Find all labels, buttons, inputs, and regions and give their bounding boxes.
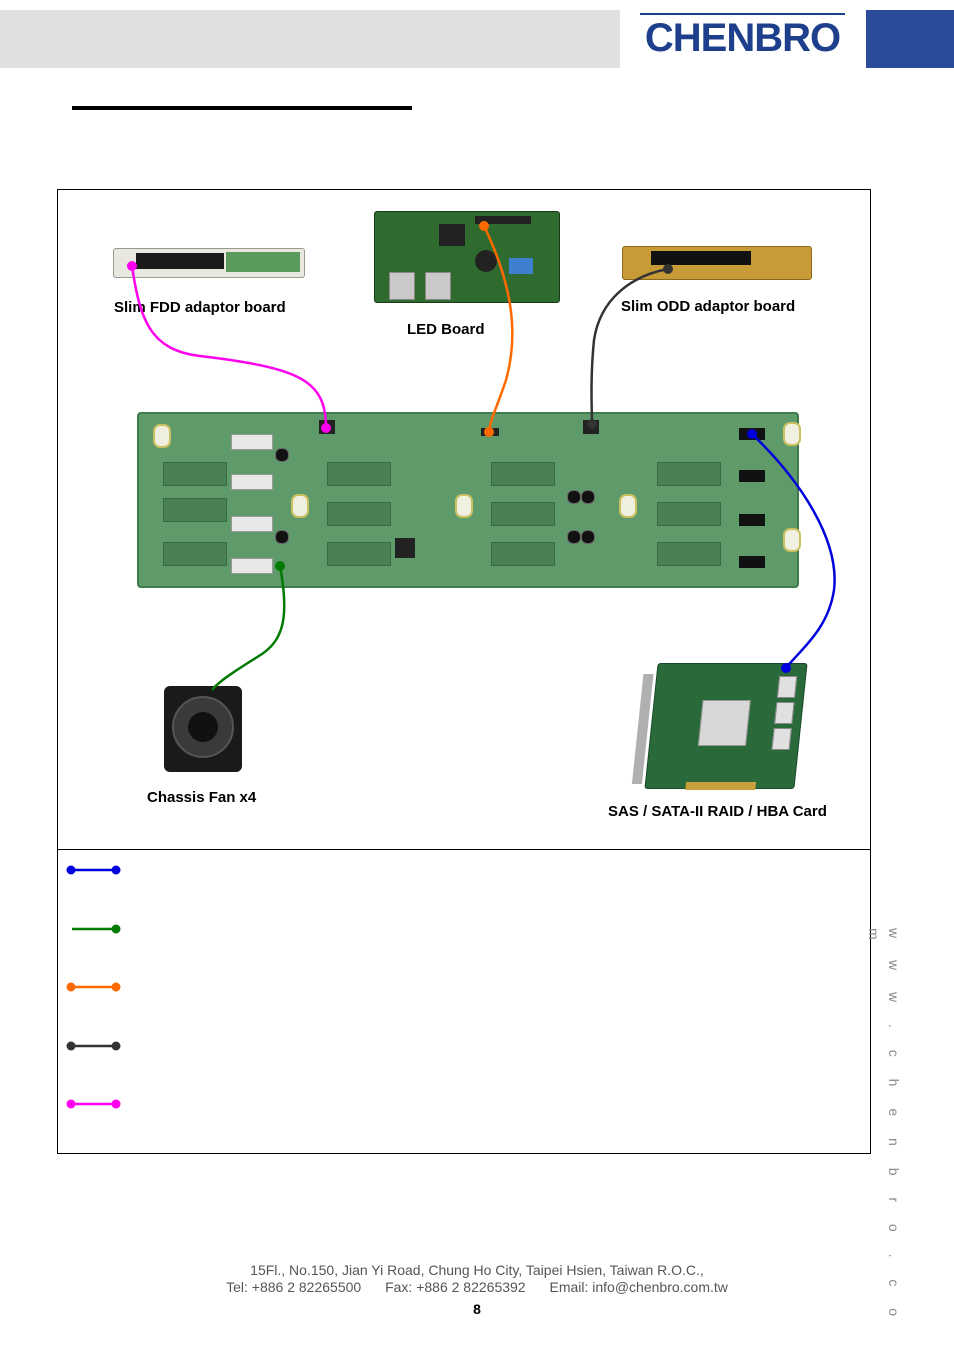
capacitor	[275, 530, 289, 544]
hba-port	[771, 728, 792, 750]
capacitor	[275, 448, 289, 462]
legend-box	[57, 850, 871, 1154]
hba-heatsink	[697, 700, 751, 746]
footer-email: Email: info@chenbro.com.tw	[549, 1279, 728, 1295]
chenbro-logo: CHENBRO	[640, 12, 845, 60]
drive-slot	[657, 542, 721, 566]
slim-odd-label: Slim ODD adaptor board	[621, 298, 796, 315]
mount-hole	[291, 494, 309, 518]
drive-slot	[327, 502, 391, 526]
mount-hole	[455, 494, 473, 518]
title-underline	[72, 106, 412, 110]
backplane-image	[137, 412, 801, 588]
slim-fdd-board-image	[113, 248, 305, 278]
drive-slot	[163, 462, 227, 486]
sas-port	[739, 514, 765, 526]
led-chip	[439, 224, 465, 246]
logo-top-line	[640, 13, 845, 15]
led-header	[481, 428, 499, 436]
logo-text: CHENBRO	[644, 16, 841, 60]
sas-port	[739, 556, 765, 568]
led-header	[475, 216, 531, 224]
molex-connector	[231, 558, 273, 574]
drive-slot	[657, 502, 721, 526]
drive-slot	[327, 462, 391, 486]
controller-chip	[395, 538, 415, 558]
website-vertical: w w w . c h e n b r o . c o m	[866, 928, 902, 1326]
led-dip-switch	[509, 258, 533, 274]
molex-connector	[231, 474, 273, 490]
molex-connector	[231, 434, 273, 450]
chassis-fan-image	[164, 686, 242, 772]
drive-slot	[163, 542, 227, 566]
sas-port	[739, 428, 765, 440]
drive-slot	[491, 502, 555, 526]
led-usb-port-1	[389, 272, 415, 300]
drive-slot	[657, 462, 721, 486]
diagram-box	[57, 189, 871, 850]
mount-hole	[153, 424, 171, 448]
slim-odd-board-image	[622, 246, 812, 280]
drive-slot	[327, 542, 391, 566]
page-number: 8	[473, 1301, 481, 1317]
mount-hole	[783, 528, 801, 552]
chassis-fan-label: Chassis Fan x4	[147, 789, 257, 806]
drive-slot	[163, 498, 227, 522]
mount-hole	[783, 422, 801, 446]
capacitor	[581, 490, 595, 504]
fdd-header	[319, 420, 335, 434]
molex-connector	[231, 516, 273, 532]
footer-address: 15Fl., No.150, Jian Yi Road, Chung Ho Ci…	[250, 1262, 704, 1278]
capacitor	[567, 490, 581, 504]
odd-connector	[651, 251, 751, 265]
capacitor	[567, 530, 581, 544]
header-blue-block	[866, 10, 954, 68]
led-board-image	[374, 211, 560, 303]
hba-port	[774, 702, 795, 724]
drive-slot	[491, 462, 555, 486]
fan-hub	[188, 712, 218, 742]
hba-edge-connector	[685, 782, 757, 790]
mount-hole	[619, 494, 637, 518]
hba-card-label: SAS / SATA-II RAID / HBA Card	[608, 803, 827, 820]
fan-ring	[172, 696, 234, 758]
led-buzzer	[475, 250, 497, 272]
header-bar	[0, 10, 620, 68]
hba-port	[776, 676, 798, 698]
slim-fdd-label: Slim FDD adaptor board	[114, 299, 286, 316]
capacitor	[581, 530, 595, 544]
sas-port	[739, 470, 765, 482]
led-board-label: LED Board	[407, 321, 485, 338]
footer-tel: Tel: +886 2 82265500	[226, 1279, 362, 1295]
odd-header	[583, 420, 599, 434]
footer-fax: Fax: +886 2 82265392	[385, 1279, 526, 1295]
led-usb-port-2	[425, 272, 451, 300]
fdd-pcb	[226, 252, 300, 272]
fdd-connector	[136, 253, 224, 269]
drive-slot	[491, 542, 555, 566]
hba-card-image	[631, 663, 808, 790]
footer-contact: Tel: +886 2 82265500 Fax: +886 2 8226539…	[0, 1279, 954, 1295]
